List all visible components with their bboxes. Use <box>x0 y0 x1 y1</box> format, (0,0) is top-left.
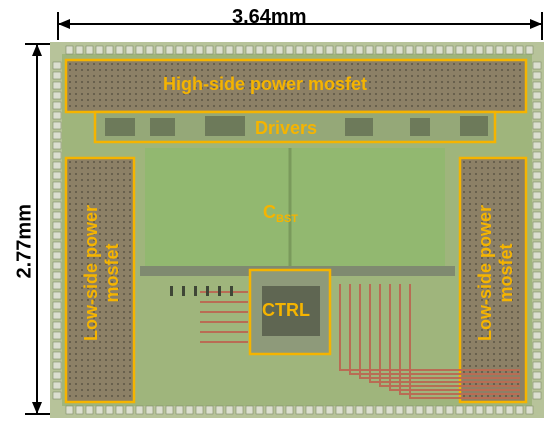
height-dimension-label: 2.77mm <box>13 204 36 279</box>
low-side-left-line1: Low-side power <box>81 205 101 342</box>
low-side-left-outline <box>64 156 136 404</box>
high-side-mosfet-area <box>66 60 526 112</box>
low-side-texture <box>69 161 519 397</box>
ctrl-core <box>262 286 320 336</box>
low-side-right-line1: Low-side power <box>475 205 495 342</box>
high-side-label: High-side power mosfet <box>163 74 368 94</box>
ctrl-outline <box>248 268 332 356</box>
cbst-area <box>145 148 445 266</box>
bond-pads <box>52 45 542 415</box>
low-side-right-line2: mosfet <box>496 243 516 303</box>
low-side-left-line2: mosfet <box>102 243 122 303</box>
height-dimension-arrow <box>25 43 50 415</box>
drivers-outline <box>93 110 497 144</box>
ctrl-label: CTRL <box>262 300 310 320</box>
width-dimension-arrow <box>57 12 543 40</box>
low-side-right-area <box>460 158 526 402</box>
low-side-right-label: Low-side power mosfet <box>475 163 517 383</box>
high-side-texture <box>69 63 521 107</box>
cbst-label-sub: BST <box>276 213 298 225</box>
routing-traces <box>170 284 520 399</box>
drivers-circuits <box>105 116 488 136</box>
drivers-label: Drivers <box>255 118 318 138</box>
cbst-label-main: C <box>263 202 276 222</box>
width-dimension-label: 3.64mm <box>232 6 307 28</box>
cbst-label: CBST <box>263 202 298 225</box>
low-side-right-outline <box>458 156 528 404</box>
low-side-left-label: Low-side power mosfet <box>81 163 123 383</box>
